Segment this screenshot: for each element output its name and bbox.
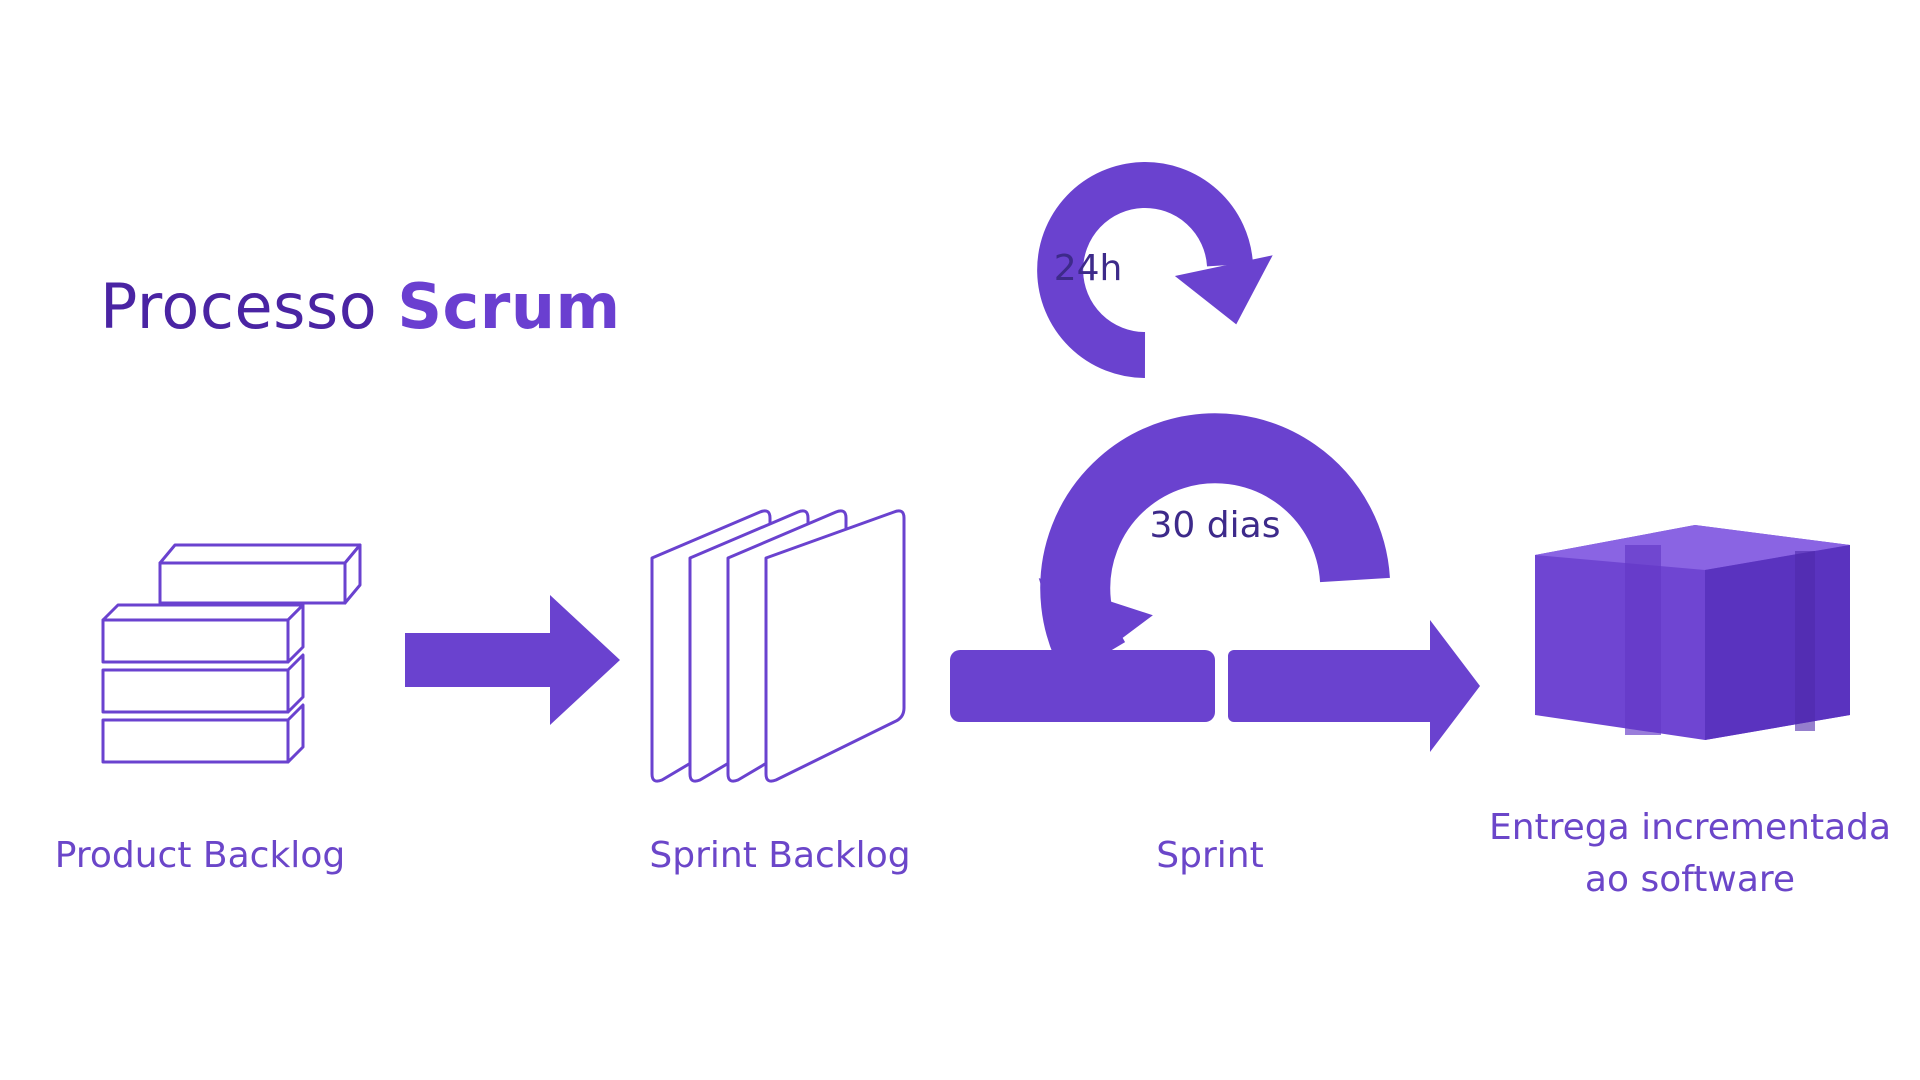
- delivery-label: Entrega incrementada ao software: [1470, 802, 1910, 906]
- title-regular: Processo: [100, 270, 378, 343]
- title-bold: Scrum: [397, 270, 621, 343]
- package-box-icon: [1535, 525, 1850, 740]
- delivery-label-line1: Entrega incrementada: [1488, 807, 1892, 848]
- sprint-cycle-label: 30 dias: [1149, 505, 1281, 546]
- sprint-label: Sprint: [1156, 835, 1264, 876]
- delivery-label-line2: ao software: [1584, 859, 1796, 900]
- sprint-backlog-label: Sprint Backlog: [649, 835, 911, 876]
- daily-cycle-label: 24h: [1053, 248, 1123, 289]
- scrum-cycle-icon: [950, 162, 1480, 752]
- product-backlog-label: Product Backlog: [54, 835, 346, 876]
- page-title: Processo Scrum: [100, 270, 621, 343]
- right-arrow-icon: [405, 595, 620, 725]
- stacked-bricks-icon: [101, 543, 362, 764]
- stacked-pages-icon: [650, 509, 906, 783]
